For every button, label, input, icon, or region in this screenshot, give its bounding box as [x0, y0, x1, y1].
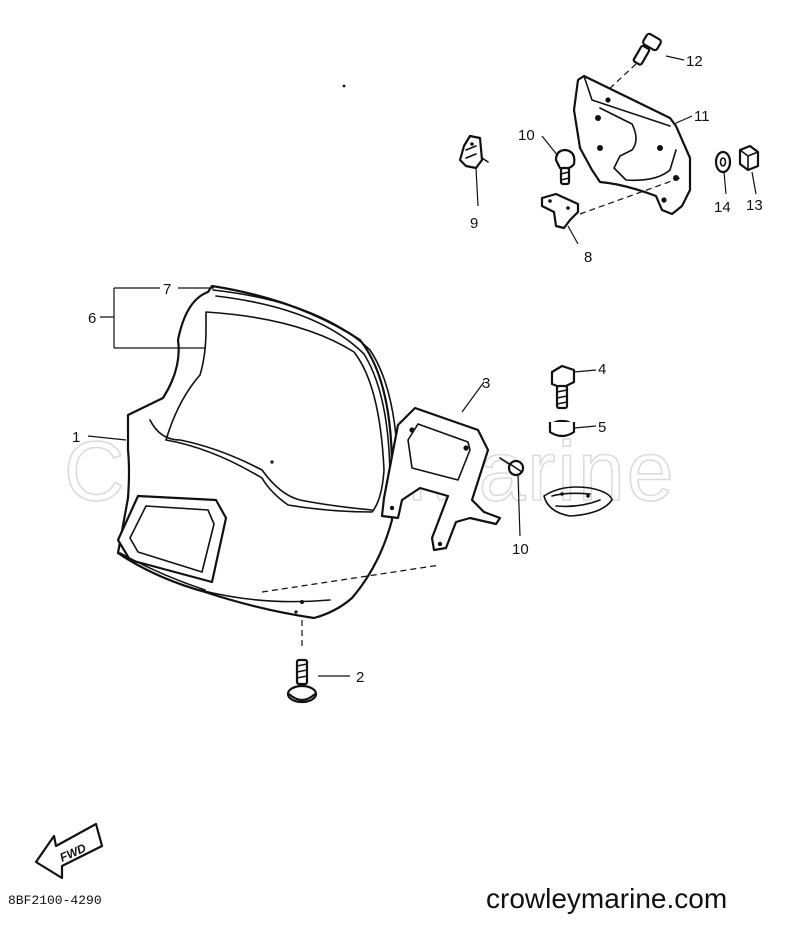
callout-7: 7: [163, 281, 171, 298]
damper-plate-part: [543, 486, 613, 517]
washer-part: [714, 150, 732, 174]
callout-14: 14: [714, 199, 731, 216]
callout-10-lower: 10: [512, 541, 529, 558]
screw-part: [286, 658, 318, 704]
small-screw-upper-part: [554, 148, 576, 186]
callout-4: 4: [598, 361, 606, 378]
bracket-part: [380, 406, 502, 552]
nut-part: [738, 144, 760, 172]
callout-13: 13: [746, 197, 763, 214]
bolt-part: [550, 364, 576, 410]
callout-9: 9: [470, 215, 478, 232]
clip-part: [540, 192, 580, 230]
callout-11: 11: [694, 108, 710, 125]
callout-12: 12: [686, 53, 703, 70]
collar-part: [548, 419, 576, 438]
forward-arrow-icon: FWD: [34, 822, 104, 880]
callout-10-upper: 10: [518, 127, 535, 144]
mounting-plate-part: [572, 74, 692, 216]
cowling-part: [116, 284, 399, 620]
callout-8: 8: [584, 249, 592, 266]
callout-6: 6: [88, 310, 96, 327]
site-url-label: crowleymarine.com: [486, 883, 728, 914]
callout-1: 1: [72, 429, 80, 446]
callout-3: 3: [482, 375, 490, 392]
callout-2: 2: [356, 669, 364, 686]
drawing-code-label: 8BF2100-4290: [8, 893, 102, 908]
small-screw-lower-part: [499, 457, 525, 477]
callout-5: 5: [598, 419, 606, 436]
fitting-part: [458, 134, 489, 170]
bolt-top-part: [632, 32, 662, 66]
